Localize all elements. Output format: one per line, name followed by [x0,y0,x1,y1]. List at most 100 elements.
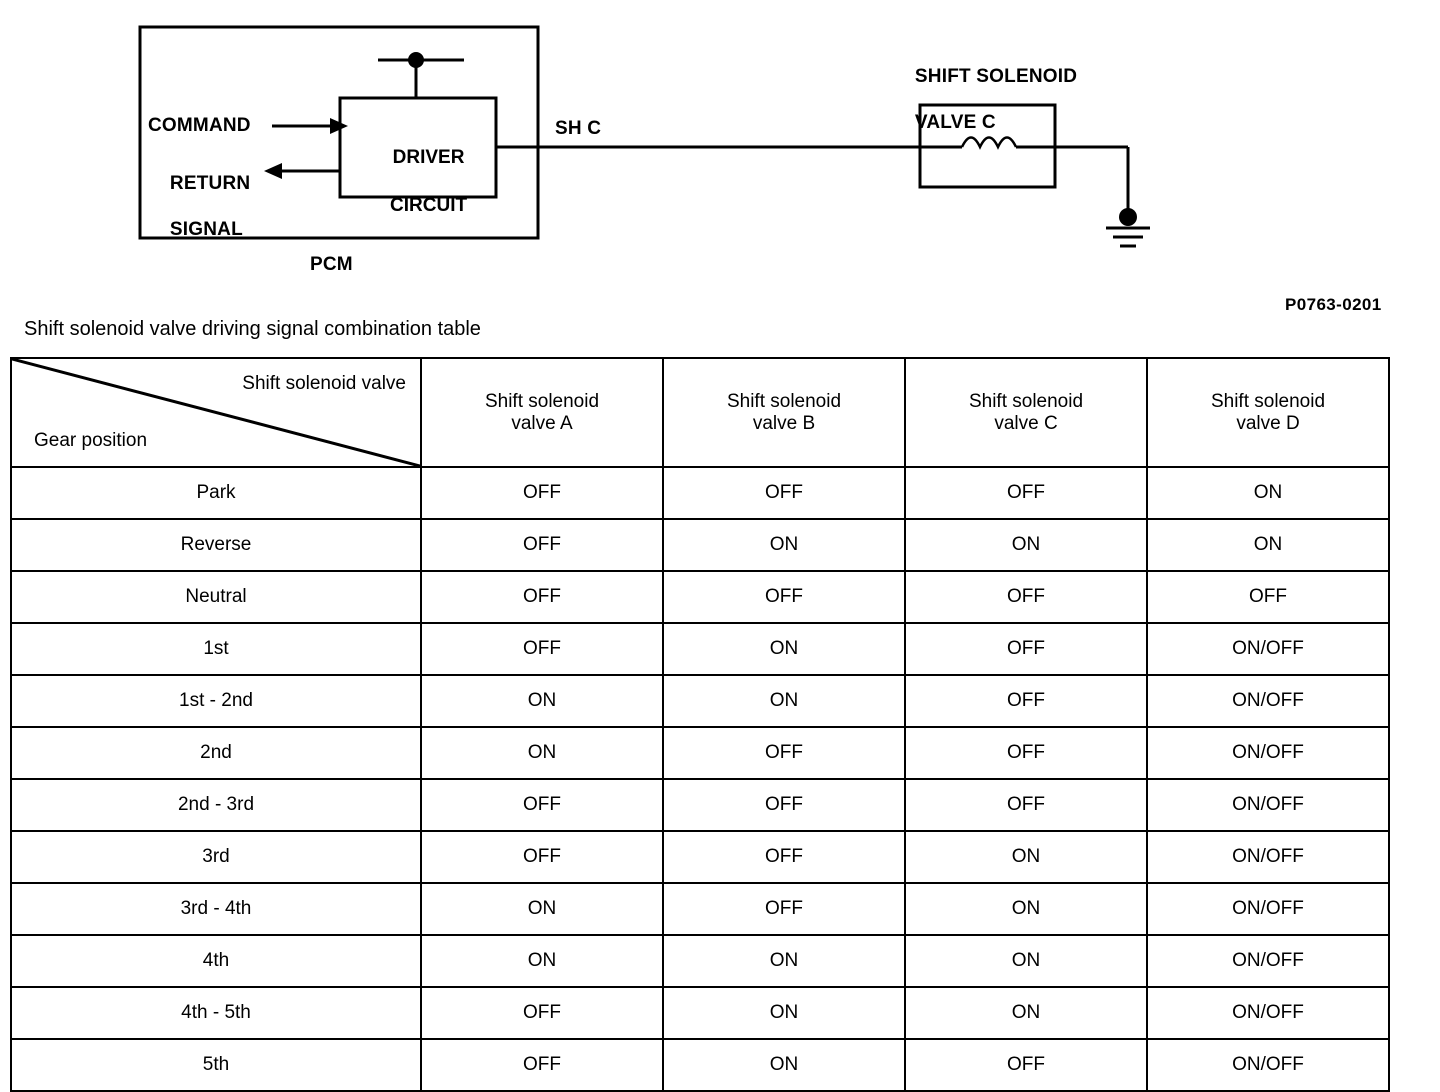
valve-c-cell: OFF [904,726,1148,780]
table-caption: Shift solenoid valve driving signal comb… [24,318,481,340]
valve-c-cell: ON [904,934,1148,988]
valve-c-cell: OFF [904,570,1148,624]
valve-b-cell: OFF [662,466,906,520]
valve-b-cell: ON [662,986,906,1040]
valve-b-cell: ON [662,1038,906,1092]
valve-a-cell: ON [420,882,664,936]
gear-position-cell: Park [10,466,422,520]
valve-b-cell: ON [662,674,906,728]
valve-c-cell: OFF [904,466,1148,520]
valve-b-cell: ON [662,622,906,676]
valve-c-cell: ON [904,882,1148,936]
valve-d-cell: ON [1146,466,1390,520]
valve-c-cell: ON [904,518,1148,572]
valve-b-cell: OFF [662,778,906,832]
valve-a-cell: ON [420,934,664,988]
valve-d-cell: ON/OFF [1146,1038,1390,1092]
valve-b-cell: OFF [662,830,906,884]
valve-c-cell: ON [904,986,1148,1040]
valve-a-cell: ON [420,674,664,728]
pcm-enclosure-rect [138,25,540,240]
part-number-label: P0763-0201 [1285,295,1382,314]
valve-b-cell: OFF [662,570,906,624]
pcm-label: PCM [310,254,353,275]
column-header-valve-b: Shift solenoid valve B [662,357,906,468]
column-header-valve-a-line2: valve A [511,412,573,434]
coil-winding-path [960,136,1018,150]
valve-a-cell: ON [420,726,664,780]
valve-b-cell: ON [662,518,906,572]
shift-solenoid-combination-table: Shift solenoid valve Gear position Shift… [10,357,1390,1092]
gear-position-cell: Neutral [10,570,422,624]
valve-b-cell: OFF [662,882,906,936]
valve-a-cell: OFF [420,570,664,624]
valve-d-cell: ON/OFF [1146,934,1390,988]
valve-a-cell: OFF [420,518,664,572]
column-header-valve-c: Shift solenoid valve C [904,357,1148,468]
valve-d-cell: ON/OFF [1146,986,1390,1040]
command-label: COMMAND [148,115,251,136]
valve-d-cell: ON/OFF [1146,674,1390,728]
gear-position-cell: 1st [10,622,422,676]
column-header-valve-d-line2: valve D [1236,412,1300,434]
valve-a-cell: OFF [420,622,664,676]
valve-d-cell: ON/OFF [1146,726,1390,780]
valve-d-cell: ON/OFF [1146,830,1390,884]
valve-a-cell: OFF [420,830,664,884]
valve-d-cell: ON/OFF [1146,622,1390,676]
circuit-schematic-svg [138,25,1150,248]
valve-a-cell: OFF [420,1038,664,1092]
supply-junction-dot [408,52,424,68]
valve-c-cell: OFF [904,778,1148,832]
column-header-valve-b-line1: Shift solenoid [726,390,842,412]
corner-header-cell: Shift solenoid valve Gear position [10,357,422,468]
valve-a-cell: OFF [420,778,664,832]
gear-position-cell: 3rd [10,830,422,884]
gear-position-cell: 4th - 5th [10,986,422,1040]
table-header-row: Shift solenoid valve Gear position Shift… [10,357,1390,468]
corner-column-label: Shift solenoid valve [242,373,406,394]
column-header-valve-d-line1: Shift solenoid [1210,390,1326,412]
ground-junction-dot [1119,208,1137,226]
column-header-valve-c-line1: Shift solenoid [968,390,1084,412]
driver-circuit-label-line1: DRIVER [392,147,465,168]
driver-circuit-label: DRIVER CIRCUIT [340,122,496,242]
valve-b-cell: OFF [662,726,906,780]
column-header-valve-c-line2: valve C [994,412,1058,434]
return-signal-label-line1: RETURN [169,173,251,194]
valve-a-cell: OFF [420,986,664,1040]
valve-a-cell: OFF [420,466,664,520]
column-header-valve-a-line1: Shift solenoid [484,390,600,412]
gear-position-cell: Reverse [10,518,422,572]
gear-position-cell: 2nd - 3rd [10,778,422,832]
sh-c-wire-label: SH C [555,118,602,139]
valve-c-cell: OFF [904,1038,1148,1092]
return-signal-label: RETURN SIGNAL [148,149,250,264]
table-header: Shift solenoid valve Gear position Shift… [10,357,1390,468]
driver-circuit-label-line2: CIRCUIT [390,195,468,216]
gear-position-cell: 2nd [10,726,422,780]
valve-c-cell: OFF [904,622,1148,676]
gear-position-cell: 4th [10,934,422,988]
gear-position-cell: 1st - 2nd [10,674,422,728]
corner-row-label: Gear position [34,430,148,451]
valve-b-cell: ON [662,934,906,988]
gear-position-cell: 3rd - 4th [10,882,422,936]
corner-diagonal-line [12,359,420,466]
valve-d-cell: OFF [1146,570,1390,624]
command-arrowhead [330,118,348,134]
solenoid-label-line2: VALVE C [914,112,996,133]
shift-solenoid-valve-c-label: SHIFT SOLENOID VALVE C [893,42,1077,157]
valve-d-cell: ON [1146,518,1390,572]
gear-position-cell: 5th [10,1038,422,1092]
